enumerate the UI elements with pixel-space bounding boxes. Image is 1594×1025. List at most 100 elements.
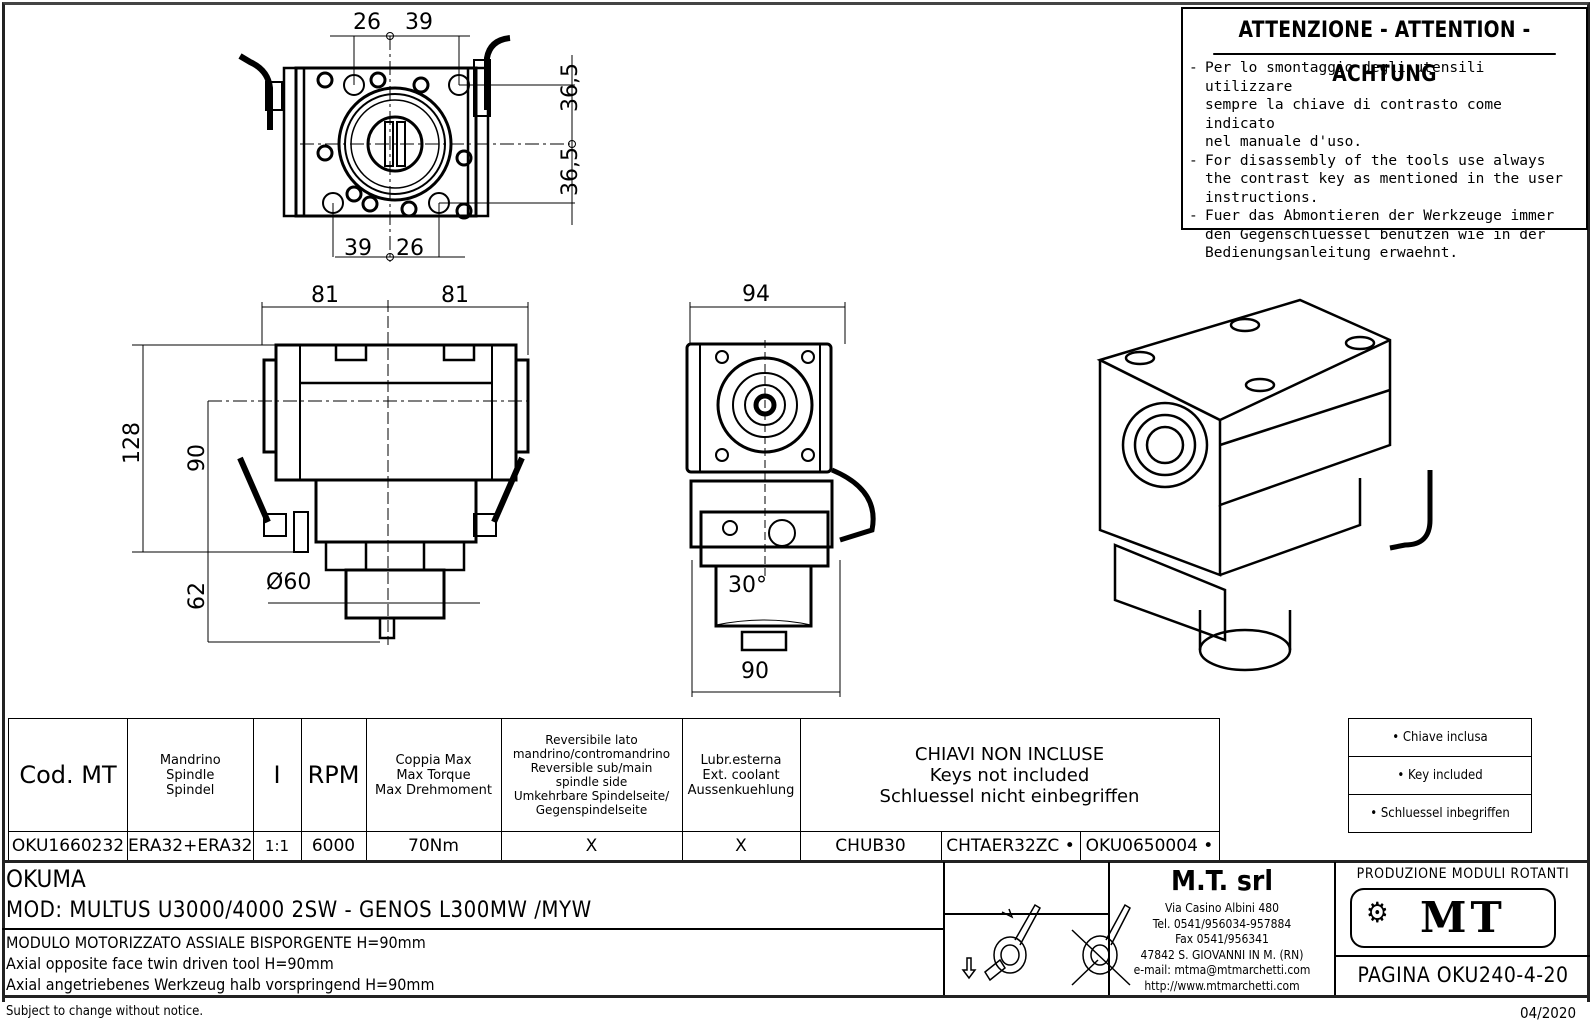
cell-key3: OKU0650004 • xyxy=(1079,831,1220,861)
divider xyxy=(943,862,945,998)
address-line: Via Casino Albini 480 xyxy=(1165,901,1279,915)
brand-name: OKUMA xyxy=(6,865,86,893)
header-line: Max Torque xyxy=(396,767,471,783)
cell-key2: CHTAER32ZC • xyxy=(940,831,1081,861)
legend-item-english: • Key included xyxy=(1349,757,1531,795)
header-line: Keys not included xyxy=(929,764,1090,786)
front-view xyxy=(132,300,530,645)
revision-date: 04/2020 xyxy=(1520,1004,1577,1022)
spec-table-row: OKU1660232 ERA32+ERA32 1:1 6000 70Nm X X… xyxy=(8,831,1220,861)
header-line: Spindle xyxy=(166,767,215,783)
logo-text: MT xyxy=(1420,893,1506,942)
dim-side-94: 94 xyxy=(742,282,770,307)
dim-bottom-26: 26 xyxy=(396,236,424,261)
header-line: Ext. coolant xyxy=(702,767,780,783)
cell-code: OKU1660232 xyxy=(8,831,128,861)
warning-line: Fuer das Abmontieren der Werkzeuge immer xyxy=(1205,208,1555,224)
warning-line: sempre la chiave di contrasto come indic… xyxy=(1205,97,1502,132)
top-view xyxy=(238,32,576,262)
model-line: MOD: MULTUS U3000/4000 2SW - GENOS L300M… xyxy=(6,898,592,923)
company-name: M.T. srl xyxy=(1171,864,1273,897)
legend-item-german: • Schluessel inbegriffen xyxy=(1370,806,1510,821)
warning-line: For disassembly of the tools use always xyxy=(1205,152,1546,169)
page-number: PAGINA OKU240-4-20 xyxy=(1357,963,1569,987)
header-line: Reversible sub/main xyxy=(530,761,653,775)
cell-rpm: 6000 xyxy=(300,831,367,861)
header-line: Coppia Max xyxy=(395,752,472,768)
website-link[interactable]: http://www.mtmarchetti.com xyxy=(1144,978,1300,993)
header-line: Aussenkuehlung xyxy=(687,782,795,798)
email-link[interactable]: e-mail: mtma@mtmarchetti.com xyxy=(1133,963,1311,977)
header-line: Schluessel nicht einbegriffen xyxy=(879,785,1140,807)
header-line: Umkehrbare Spindelseite/ xyxy=(513,789,670,803)
header-line: Mandrino xyxy=(159,752,221,768)
header-spindle: Mandrino Spindle Spindel xyxy=(127,718,254,832)
cell-ratio: 1:1 xyxy=(252,831,302,861)
divider xyxy=(1334,862,1336,998)
side-view xyxy=(685,302,876,697)
spec-table: Cod. MT Mandrino Spindle Spindel I RPM C… xyxy=(8,718,1220,861)
divider xyxy=(1334,955,1590,957)
warning-line: nel manuale d'uso. xyxy=(1205,134,1363,150)
warning-box: ATTENZIONE - ATTENTION - ACHTUNG - Per l… xyxy=(1181,7,1588,261)
dim-side-angle-30: 30° xyxy=(728,573,767,598)
cell-reversible: X xyxy=(500,831,683,861)
header-line: spindle side xyxy=(555,775,628,789)
header-line: Spindel xyxy=(166,782,215,798)
dim-front-diameter-60: Ø60 xyxy=(266,570,312,595)
dim-bottom-39: 39 xyxy=(344,236,372,261)
header-line: CHIAVI NON INCLUSE xyxy=(914,743,1105,765)
warning-line: den Gegenschluessel benutzen wie in der xyxy=(1205,226,1546,243)
dim-top-26: 26 xyxy=(353,10,381,35)
header-line: mandrino/contromandrino xyxy=(512,747,671,761)
header-ratio: I xyxy=(252,718,302,832)
dim-front-90: 90 xyxy=(185,444,210,472)
dim-side-90: 90 xyxy=(741,659,769,684)
warning-title: ATTENZIONE - ATTENTION - ACHTUNG xyxy=(1213,9,1556,87)
header-keys: CHIAVI NON INCLUSE Keys not included Sch… xyxy=(799,718,1220,832)
description-english: Axial opposite face twin driven tool H=9… xyxy=(6,954,334,973)
dim-right-36-5-lower: 36,5 xyxy=(558,147,583,196)
warning-item-english: - For disassembly of the tools use alway… xyxy=(1189,152,1563,206)
divider xyxy=(2,928,945,930)
dim-front-81-right: 81 xyxy=(441,283,469,308)
warning-item-italian: - Per lo smontaggio degli utensili utili… xyxy=(1189,59,1580,152)
isometric-view xyxy=(1096,298,1433,672)
legend-item-italian: • Chiave inclusa xyxy=(1349,719,1531,757)
phone-line: Tel. 0541/956034-957884 xyxy=(1152,916,1292,931)
production-label: PRODUZIONE MODULI ROTANTI xyxy=(1356,866,1570,882)
header-code: Cod. MT xyxy=(8,718,128,832)
divider xyxy=(943,913,1110,915)
keys-legend: • Chiave inclusa • Key included • Schlue… xyxy=(1348,718,1532,833)
dim-front-128: 128 xyxy=(120,422,145,464)
disclaimer: Subject to change without notice. xyxy=(6,1004,204,1019)
warning-item-german: - Fuer das Abmontieren der Werkzeuge imm… xyxy=(1189,208,1555,261)
header-reversible: Reversibile lato mandrino/contromandrino… xyxy=(500,718,683,832)
module-icon: ⚙ xyxy=(1366,896,1389,929)
header-line: Gegenspindelseite xyxy=(535,803,648,817)
cell-spindle: ERA32+ERA32 xyxy=(127,831,254,861)
city-line: 47842 S. GIOVANNI IN M. (RN) xyxy=(1140,947,1304,962)
description-italian: MODULO MOTORIZZATO ASSIALE BISPORGENTE H… xyxy=(6,933,426,952)
divider xyxy=(1108,862,1110,998)
description-german: Axial angetriebenes Werkzeug halb vorspr… xyxy=(6,975,435,994)
dim-top-39: 39 xyxy=(405,10,433,35)
dim-front-81-left: 81 xyxy=(311,283,339,308)
header-rpm: RPM xyxy=(300,718,367,832)
warning-line: instructions. xyxy=(1205,189,1319,206)
header-line: Max Drehmoment xyxy=(375,782,492,798)
warning-body: - Per lo smontaggio degli utensili utili… xyxy=(1183,55,1586,267)
cell-torque: 70Nm xyxy=(365,831,502,861)
header-torque: Coppia Max Max Torque Max Drehmoment xyxy=(365,718,502,832)
sheet-border-bottom xyxy=(2,995,1590,998)
fax-line: Fax 0541/956341 xyxy=(1175,932,1269,946)
mt-logo: ⚙ MT xyxy=(1350,888,1556,948)
title-block xyxy=(2,860,1590,998)
drawing-frame xyxy=(2,2,1590,1002)
warning-line: the contrast key as mentioned in the use… xyxy=(1205,171,1563,187)
dim-front-62: 62 xyxy=(185,582,210,610)
company-address: Via Casino Albini 480 Tel. 0541/956034-9… xyxy=(1110,901,1334,994)
dim-right-36-5-upper: 36,5 xyxy=(558,63,583,112)
cell-coolant: X xyxy=(681,831,801,861)
header-coolant: Lubr.esterna Ext. coolant Aussenkuehlung xyxy=(681,718,801,832)
